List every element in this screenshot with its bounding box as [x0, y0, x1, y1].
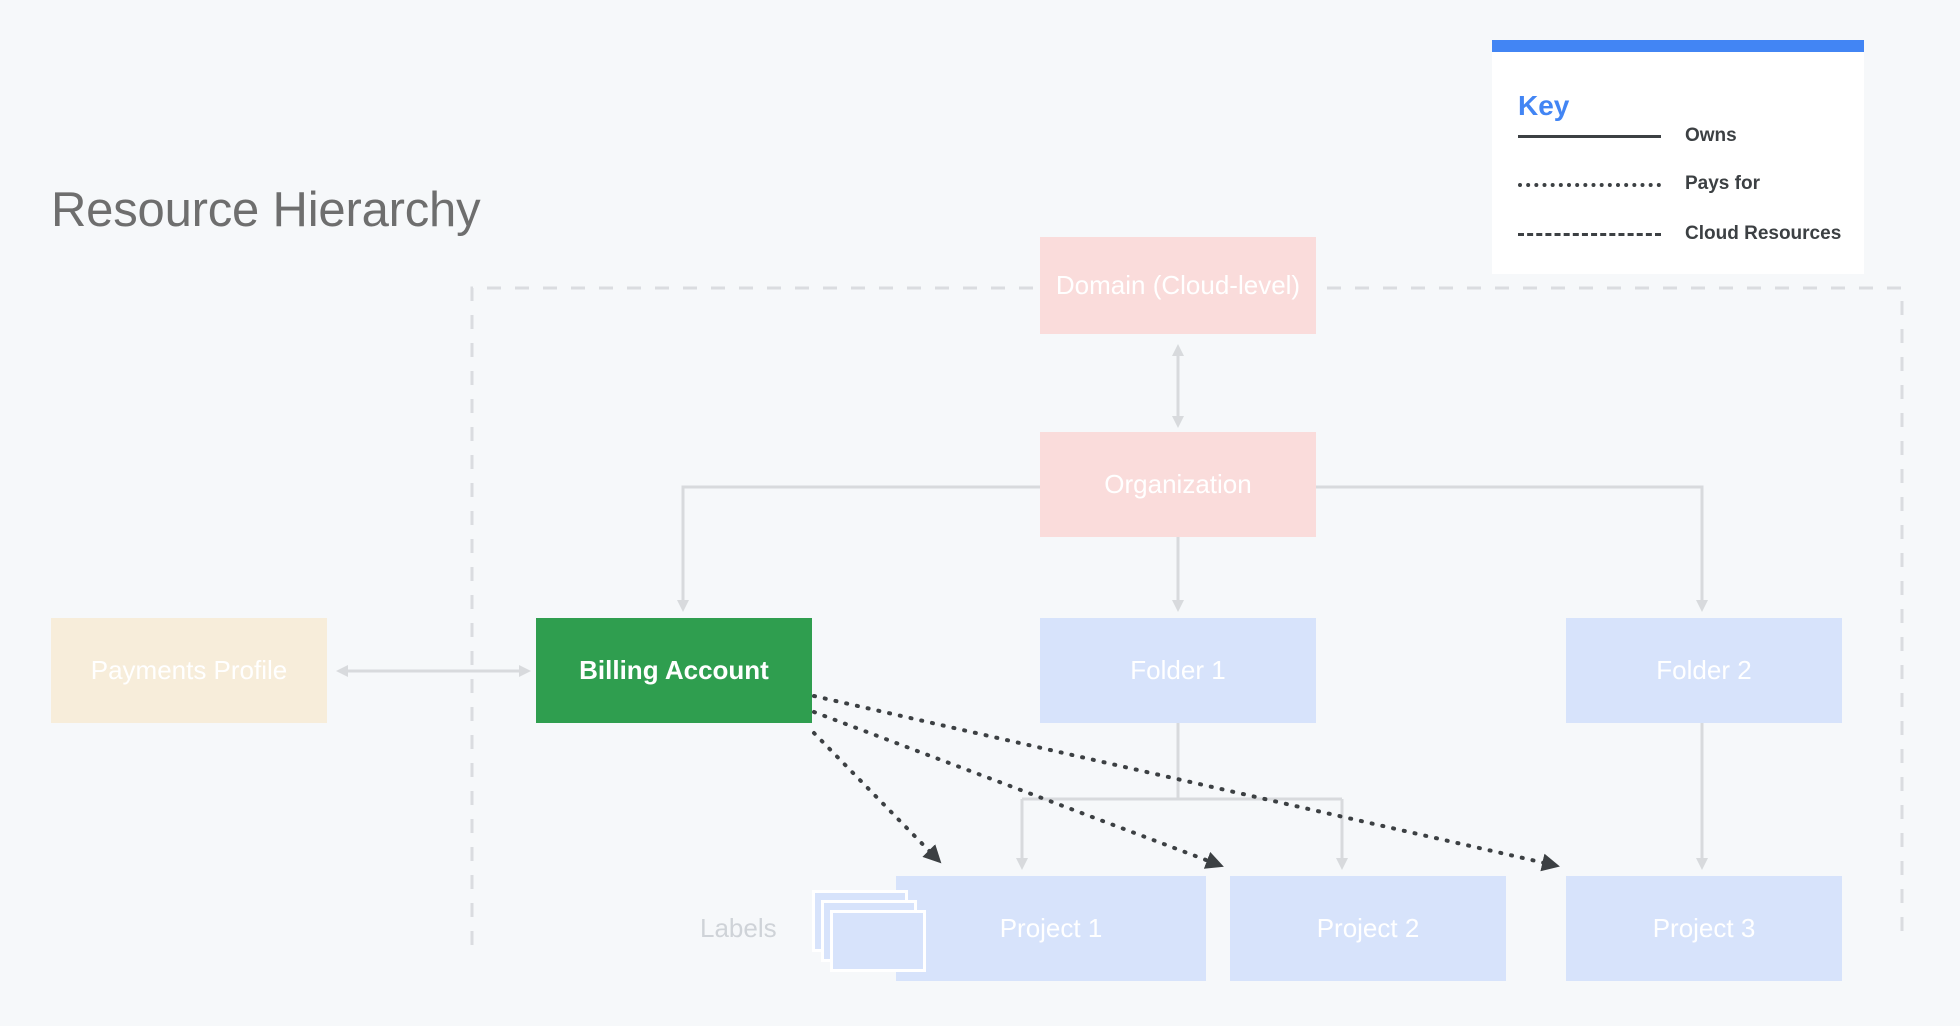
node-billing-account-label: Billing Account	[579, 654, 769, 685]
dotted-line-icon	[1518, 174, 1661, 194]
page-title: Resource Hierarchy	[51, 183, 481, 237]
edge-organization-folder2	[1316, 485, 1708, 612]
cloud-resources-boundary	[470, 286, 1904, 945]
node-project-3-label: Project 3	[1652, 912, 1756, 943]
node-project-2-label: Project 2	[1316, 912, 1420, 943]
edge-folder1-projects	[1016, 723, 1348, 870]
key-row-owns: Owns	[1492, 125, 1864, 162]
node-payments-profile[interactable]: Payments Profile	[51, 618, 327, 723]
key-label-owns: Owns	[1685, 125, 1737, 146]
node-project-3[interactable]: Project 3	[1566, 876, 1842, 981]
node-project-1[interactable]: Project 1	[896, 876, 1206, 981]
node-folder-2-label: Folder 2	[1656, 654, 1752, 685]
node-billing-account[interactable]: Billing Account	[536, 618, 812, 723]
key-title: Key	[1518, 90, 1570, 121]
node-folder-1-label: Folder 1	[1130, 654, 1226, 685]
edge-billing-project2	[812, 710, 1224, 869]
edge-organization-billing	[677, 485, 1040, 612]
key-row-cloud-resources: Cloud Resources	[1492, 223, 1864, 260]
node-organization[interactable]: Organization	[1040, 432, 1316, 537]
key-body: Key Owns Pays for Cloud Resources	[1492, 52, 1864, 274]
node-payments-profile-label: Payments Profile	[90, 654, 288, 685]
node-organization-label: Organization	[1104, 468, 1252, 499]
key-legend-panel: Key Owns Pays for Cloud Resources	[1492, 40, 1864, 274]
label-card-front	[830, 910, 926, 972]
node-folder-2[interactable]: Folder 2	[1566, 618, 1842, 723]
node-project-1-label: Project 1	[999, 912, 1103, 943]
labels-caption: Labels	[700, 913, 777, 943]
node-project-2[interactable]: Project 2	[1230, 876, 1506, 981]
edge-billing-project1	[812, 731, 942, 864]
node-domain-label: Domain (Cloud-level)	[1055, 269, 1301, 300]
key-row-pays-for: Pays for	[1492, 173, 1864, 210]
solid-line-icon	[1518, 126, 1661, 146]
dashed-line-icon	[1518, 224, 1661, 244]
key-label-cloud-resources: Cloud Resources	[1685, 223, 1842, 244]
node-folder-1[interactable]: Folder 1	[1040, 618, 1316, 723]
key-accent-bar	[1492, 40, 1864, 52]
key-label-pays-for: Pays for	[1685, 173, 1760, 194]
node-domain[interactable]: Domain (Cloud-level)	[1040, 237, 1316, 334]
labels-card-stack[interactable]	[812, 890, 932, 976]
